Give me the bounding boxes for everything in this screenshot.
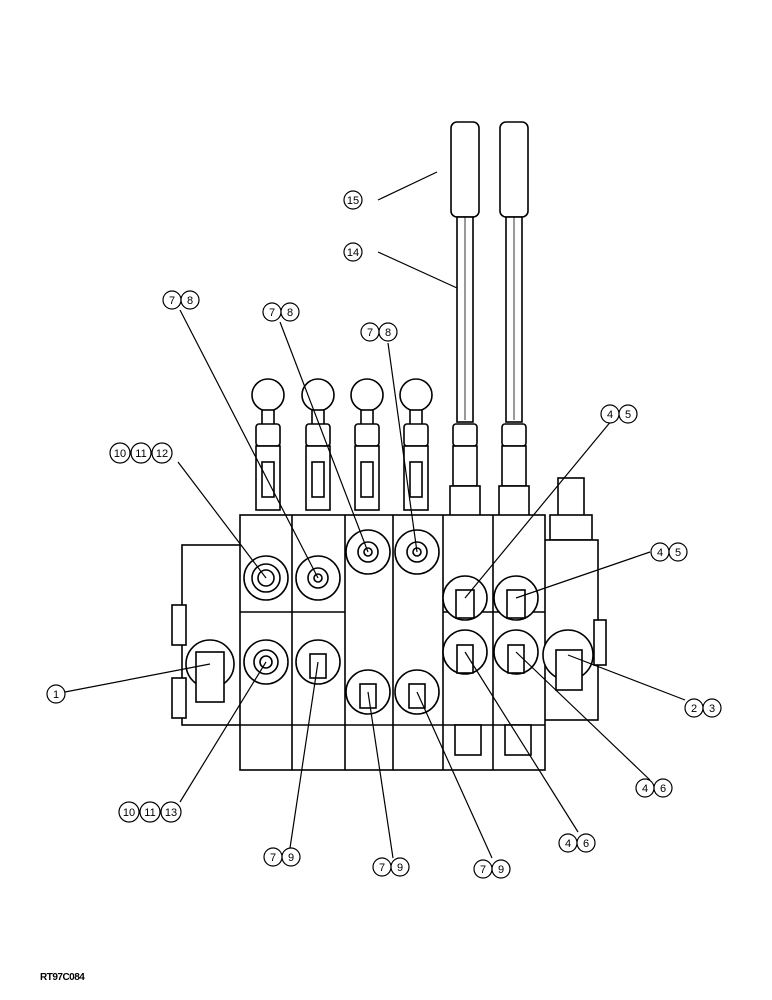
short-lever-knobs: [251, 378, 433, 426]
callout-4-5-upper-label-0: 4: [607, 409, 613, 421]
callout-7-8-middle-label-1: 8: [287, 307, 293, 319]
callout-7-9-left-label-1: 9: [288, 852, 294, 864]
callout-7-9-right-label-1: 9: [498, 864, 504, 876]
callout-7-9-left-label-0: 7: [270, 852, 276, 864]
callout-7-9-right: 7 9: [473, 859, 511, 879]
callout-4-6-left-label-0: 4: [565, 838, 571, 850]
callout-7-8-left: 7 8: [162, 290, 200, 310]
callout-7-8-right-label-0: 7: [367, 327, 373, 339]
port-fittings: [185, 529, 594, 715]
callout-7-8-right-label-1: 8: [385, 327, 391, 339]
callout-7-9-right-label-0: 7: [480, 864, 486, 876]
lever-hex-nuts: [255, 423, 527, 447]
reference-code: RT97C084: [40, 972, 85, 983]
callout-7-8-right: 7 8: [360, 322, 398, 342]
callout-7-9-middle-label-0: 7: [379, 862, 385, 874]
callout-4-5-lower-label-1: 5: [675, 547, 681, 559]
callout-14-label-0: 14: [347, 247, 359, 259]
callout-7-8-left-label-0: 7: [169, 295, 175, 307]
callout-10-11-13-label-1: 11: [144, 807, 155, 819]
callout-4-5-lower: 4 5: [650, 542, 688, 562]
relief-valve-stub: [549, 477, 593, 541]
callout-1-label-0: 1: [53, 689, 59, 701]
callout-10-11-12-label-1: 11: [135, 448, 146, 460]
callout-7-8-middle-label-0: 7: [269, 307, 275, 319]
callout-10-11-12-label-2: 12: [156, 448, 168, 460]
callout-10-11-13-label-0: 10: [123, 807, 135, 819]
callout-10-11-13: 10 11 13: [118, 801, 182, 823]
callout-10-11-12-label-0: 10: [114, 448, 126, 460]
callout-1: 1: [46, 684, 66, 704]
callout-7-9-middle-label-1: 9: [397, 862, 403, 874]
callout-7-8-middle: 7 8: [262, 302, 300, 322]
callout-2-3: 2 3: [684, 698, 722, 718]
callout-15-label-0: 15: [347, 195, 359, 207]
callout-7-9-middle: 7 9: [372, 857, 410, 877]
callout-4-6-left: 4 6: [558, 833, 596, 853]
callout-4-5-lower-label-0: 4: [657, 547, 663, 559]
valve-assembly: [171, 121, 607, 771]
callout-15: 15: [343, 190, 363, 210]
long-lever-handles: [450, 121, 529, 423]
callout-4-6-left-label-1: 6: [583, 838, 589, 850]
callout-4-5-upper: 4 5: [600, 404, 638, 424]
callout-4-5-upper-label-1: 5: [625, 409, 631, 421]
callout-2-3-label-1: 3: [709, 703, 715, 715]
callout-2-3-label-0: 2: [691, 703, 697, 715]
callout-4-6-right: 4 6: [635, 778, 673, 798]
leader-lines: [64, 171, 686, 859]
callout-4-6-right-label-1: 6: [660, 783, 666, 795]
lever-links: [255, 445, 530, 517]
callout-14: 14: [343, 242, 363, 262]
callout-4-6-right-label-0: 4: [642, 783, 648, 795]
callout-10-11-12: 10 11 12: [109, 442, 173, 464]
callout-7-8-left-label-1: 8: [187, 295, 193, 307]
callout-7-9-left: 7 9: [263, 847, 301, 867]
valve-body: [239, 514, 546, 771]
callout-10-11-13-label-2: 13: [165, 807, 177, 819]
